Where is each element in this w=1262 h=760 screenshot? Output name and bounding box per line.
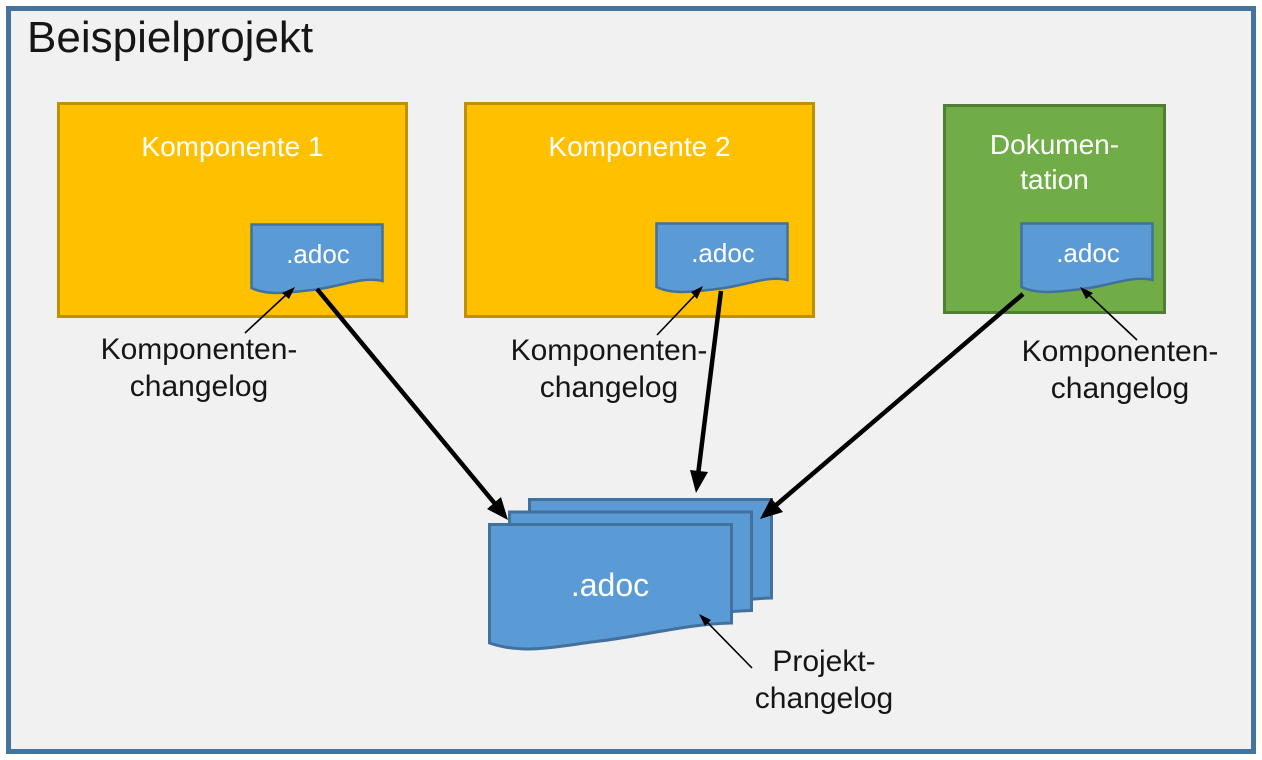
project-changelog-stack: .adoc (488, 498, 773, 651)
caption-komponenten-changelog-2: Komponenten- changelog (469, 332, 749, 406)
adoc-document-komponente-1: .adoc (250, 223, 384, 295)
caption-line: Komponenten- (100, 333, 298, 366)
stacked-doc-front: .adoc (488, 523, 733, 651)
document-shape (250, 223, 384, 295)
caption-line: Komponenten- (1021, 335, 1219, 368)
box-dokumentation-label-line1: Dokumen- (989, 129, 1120, 160)
caption-line: changelog (754, 682, 894, 715)
adoc-file-label: .adoc (691, 238, 755, 268)
document-shape (655, 222, 789, 294)
box-komponente-1: Komponente 1 (57, 102, 408, 318)
adoc-document-komponente-2: .adoc (655, 222, 789, 294)
page-title: Beispielprojekt (27, 13, 314, 62)
adoc-file-label: .adoc (1056, 238, 1120, 268)
caption-line: changelog (1050, 372, 1190, 405)
caption-line: Komponenten- (510, 334, 708, 367)
box-komponente-2-label: Komponente 2 (548, 131, 731, 162)
caption-projekt-changelog: Projekt- changelog (684, 643, 964, 717)
project-adoc-file-label: .adoc (571, 567, 649, 603)
box-dokumentation-label-line2: tation (1020, 164, 1089, 195)
box-komponente-1-label: Komponente 1 (141, 131, 324, 162)
caption-line: changelog (129, 370, 269, 403)
caption-line: changelog (539, 371, 679, 404)
caption-komponenten-changelog-3: Komponenten- changelog (980, 333, 1260, 407)
adoc-document-dokumentation: .adoc (1020, 222, 1154, 294)
caption-komponenten-changelog-1: Komponenten- changelog (59, 331, 339, 405)
adoc-file-label: .adoc (286, 239, 350, 269)
caption-line: Projekt- (772, 645, 876, 678)
